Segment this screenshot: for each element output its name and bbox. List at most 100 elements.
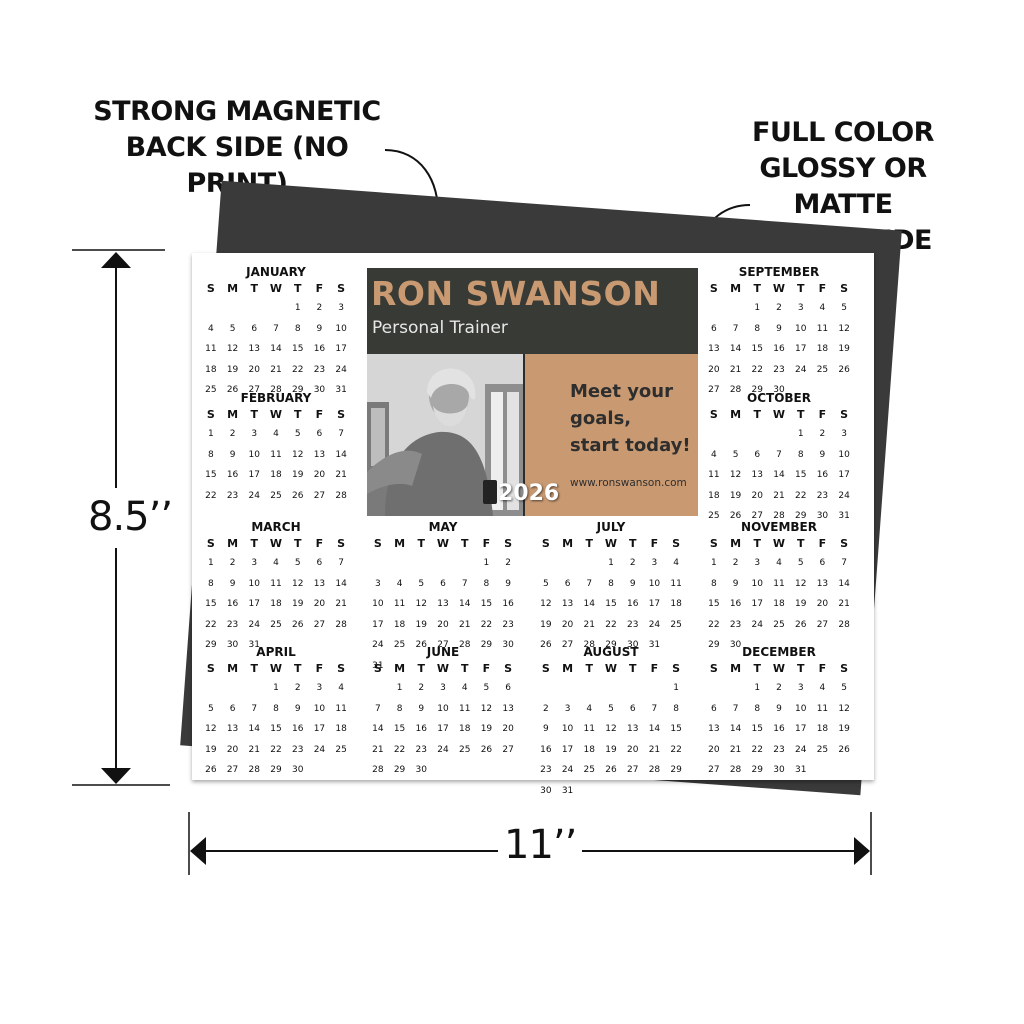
panel-divider [523,354,525,516]
day-cell: 15 [205,599,217,609]
day-cell: 6 [316,558,323,568]
day-cell: 22 [205,490,217,501]
day-cell: 16 [729,599,742,609]
day-cell: 12 [415,599,427,609]
day-cell: 29 [205,640,217,650]
day-cell: 21 [729,744,742,755]
weekday-header: S [709,537,718,550]
website-link[interactable]: www.ronswanson.com [570,477,687,489]
day-cell: 26 [226,385,239,395]
day-cell: 28 [458,640,471,650]
day-cell: 17 [372,619,384,630]
day-cell: 13 [708,344,720,354]
weekday-header: S [337,537,346,550]
arrowhead-icon [101,768,131,784]
day-cell: 28 [583,640,595,650]
weekday-header: M [562,662,574,675]
day-cell: 17 [648,599,661,609]
day-cell: 10 [313,703,326,714]
day-cell: 24 [794,364,807,375]
weekday-header: S [541,662,550,675]
height-dimension-label: 8.5’’ [88,494,173,540]
empty-day-cell [703,678,725,699]
weekday-header: S [373,662,382,675]
day-cell: 6 [819,558,826,568]
weekday-header: S [709,282,718,295]
empty-day-cell [389,553,411,574]
day-cell: 16 [626,599,639,609]
weekday-header: S [337,662,346,675]
weekday-header: W [772,282,786,295]
day-cell: 31 [372,660,384,671]
day-cell: 18 [670,599,682,609]
day-cell: 30 [816,511,829,521]
day-cell: 3 [440,683,446,693]
day-cell: 8 [710,578,717,589]
day-cell: 4 [710,449,717,460]
day-cell: 15 [708,599,720,609]
day-cell: 4 [819,303,826,313]
empty-day-cell [703,424,725,445]
weekday-header: W [269,537,283,550]
month-name: MARCH [251,520,301,534]
day-cell: 18 [816,344,829,354]
day-cell: 4 [273,429,279,439]
day-cell: 28 [648,765,661,775]
day-cell: 27 [708,765,720,775]
day-cell: 7 [461,578,468,589]
day-cell: 1 [754,303,761,313]
slogan-text: Meet your goals, start today! [570,378,695,459]
day-cell: 30 [729,640,742,650]
day-cell: 13 [248,344,260,354]
day-cell: 9 [542,724,549,734]
day-cell: 30 [773,385,785,395]
day-cell: 17 [794,724,807,734]
weekday-header: M [227,282,239,295]
day-cell: 1 [294,303,301,313]
callout-line: STRONG MAGNETIC [93,96,381,127]
day-cell: 18 [393,619,406,630]
day-cell: 14 [583,599,595,609]
day-cell: 13 [626,724,639,734]
weekday-header: F [818,537,827,550]
day-cell: 11 [583,724,595,734]
day-cell: 20 [561,619,574,630]
weekday-header: S [504,537,513,550]
weekday-header: W [772,537,786,550]
day-cell: 20 [502,724,514,734]
day-cell: 16 [540,744,552,755]
trainer-photo [367,354,523,516]
month-name: OCTOBER [747,391,811,405]
day-cell: 12 [205,724,217,734]
day-cell: 28 [335,490,347,501]
day-cell: 11 [816,323,829,334]
empty-day-cell [243,298,265,319]
weekday-header: S [206,282,215,295]
day-cell: 16 [773,344,785,354]
day-cell: 8 [207,449,214,460]
day-cell: 8 [608,578,614,589]
day-cell: 29 [794,511,807,521]
day-cell: 3 [251,558,258,568]
day-cell: 15 [291,344,304,354]
callout-line: GLOSSY OR MATTE [759,153,927,220]
day-cell: 16 [291,724,304,734]
day-cell: 14 [372,724,384,734]
day-cell: 4 [207,323,214,334]
day-cell: 23 [773,744,785,755]
weekday-header: T [796,282,805,295]
weekday-header: F [315,537,324,550]
day-cell: 2 [732,558,739,568]
weekday-header: M [730,662,742,675]
day-cell: 5 [542,578,549,589]
weekday-header: F [482,537,491,550]
day-cell: 2 [542,703,549,714]
day-cell: 9 [316,323,323,334]
day-cell: 29 [751,765,763,775]
empty-day-cell [725,298,747,319]
